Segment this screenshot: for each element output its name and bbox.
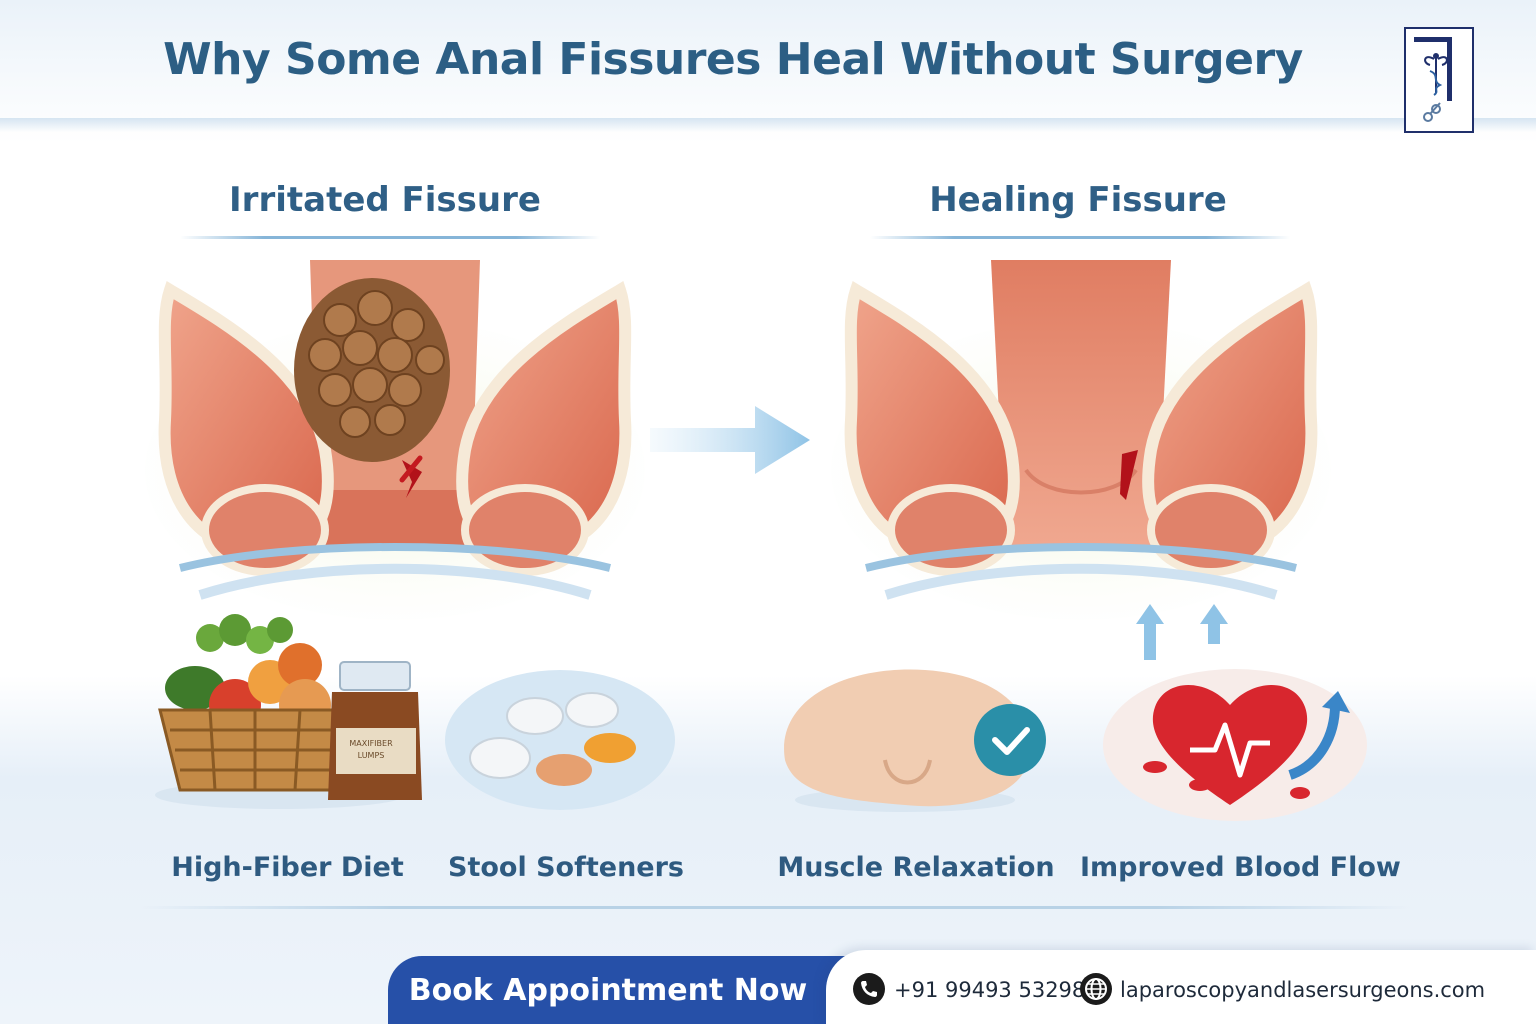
factor-label-high-fiber-diet: High-Fiber Diet	[171, 852, 404, 883]
irritated-fissure-illustration	[145, 260, 645, 620]
contact-bar	[826, 950, 1536, 1024]
book-appointment-button[interactable]: Book Appointment Now	[388, 956, 868, 1024]
pills-icon	[445, 670, 675, 810]
bottle-label: MAXIFIBER LUMPS	[349, 739, 393, 760]
clinic-logo	[1404, 27, 1474, 133]
factor-label-muscle-relaxation: Muscle Relaxation	[777, 852, 1055, 883]
factor-label-improved-blood-flow: Improved Blood Flow	[1080, 852, 1401, 883]
phone-icon	[853, 973, 885, 1005]
footer-divider	[140, 906, 1410, 909]
healing-fissure-illustration	[831, 260, 1331, 620]
phone-number-link[interactable]: +91 99493 53298	[894, 978, 1086, 1002]
progress-arrow-icon	[650, 406, 810, 474]
blood-flow-up-arrows-icon	[1136, 604, 1228, 660]
heart-icon	[1103, 669, 1367, 821]
irritated-fissure-title: Irritated Fissure	[229, 180, 541, 220]
globe-icon	[1080, 973, 1112, 1005]
relaxed-muscle-icon	[784, 669, 1046, 812]
fiber-basket-icon	[155, 614, 422, 809]
factor-label-stool-softeners: Stool Softeners	[448, 852, 684, 883]
page-title: Why Some Anal Fissures Heal Without Surg…	[163, 34, 1303, 85]
caduceus-logo-icon	[1414, 37, 1452, 122]
irritated-title-underline	[180, 236, 600, 239]
website-link[interactable]: laparoscopyandlasersurgeons.com	[1120, 978, 1486, 1002]
healing-title-underline	[870, 236, 1290, 239]
healing-fissure-title: Healing Fissure	[929, 180, 1227, 220]
header-divider	[0, 118, 1536, 132]
